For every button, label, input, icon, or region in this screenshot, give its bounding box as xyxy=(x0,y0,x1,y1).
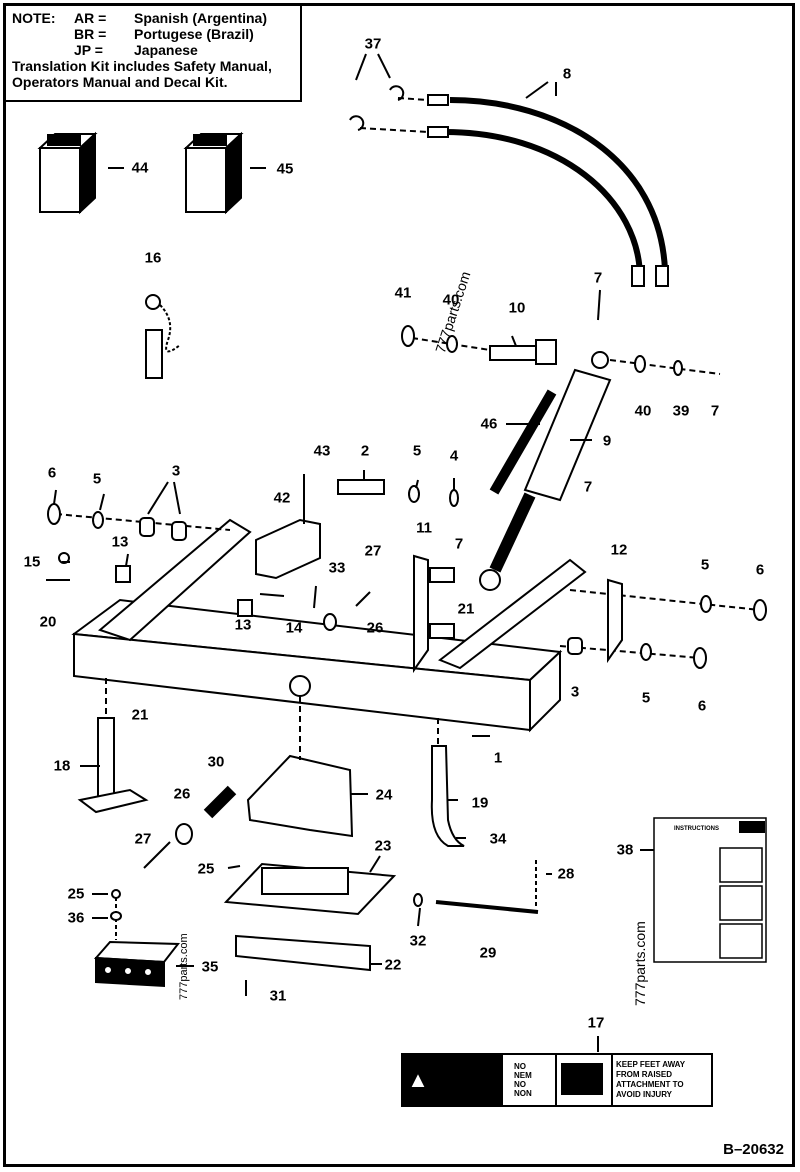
part-label-13b: 13 xyxy=(234,616,252,634)
part-label-44: 44 xyxy=(131,159,149,177)
part-label-5: 5 xyxy=(92,470,102,488)
translation-note: NOTE: AR = Spanish (Argentina) BR = Port… xyxy=(6,6,302,102)
part-label-3: 3 xyxy=(171,462,181,480)
figure-number: B–20632 xyxy=(723,1141,784,1158)
part-label-25: 25 xyxy=(197,860,215,878)
part-label-22: 22 xyxy=(384,956,402,974)
part-label-41: 41 xyxy=(394,284,412,302)
part-label-21b: 21 xyxy=(131,706,149,724)
diagram-border xyxy=(3,3,795,1167)
part-label-6c: 6 xyxy=(697,697,707,715)
part-label-46: 46 xyxy=(480,415,498,433)
safety-decal-17 xyxy=(401,1053,713,1107)
part-label-42: 42 xyxy=(273,489,291,507)
part-label-10: 10 xyxy=(508,299,526,317)
part-label-30: 30 xyxy=(207,753,225,771)
part-label-25b: 25 xyxy=(67,885,85,903)
part-label-38: 38 xyxy=(616,841,634,859)
part-label-7: 7 xyxy=(593,269,603,287)
note-code: AR = xyxy=(74,10,107,26)
part-label-3b: 3 xyxy=(570,683,580,701)
part-label-40: 40 xyxy=(442,291,460,309)
hydraulic-hoses xyxy=(427,94,669,287)
note-text: Portugese (Brazil) xyxy=(134,26,254,42)
part-label-33: 33 xyxy=(328,559,346,577)
operators-manual-38 xyxy=(653,817,767,963)
part-label-11: 11 xyxy=(416,519,432,537)
part-label-7d: 7 xyxy=(454,535,464,553)
part-label-27b: 27 xyxy=(134,830,152,848)
part-label-16: 16 xyxy=(144,249,162,267)
part-label-45: 45 xyxy=(276,160,294,178)
decal-warning-text: KEEP FEET AWAY FROM RAISED ATTACHMENT TO… xyxy=(616,1060,685,1099)
shank-19 xyxy=(430,745,465,847)
main-frame-1 xyxy=(71,518,587,733)
watermark: 777parts.com xyxy=(632,921,648,1006)
manual-kit-44 xyxy=(37,131,98,215)
part-label-24: 24 xyxy=(375,786,393,804)
part-label-14: 14 xyxy=(285,619,303,637)
note-text: Spanish (Argentina) xyxy=(134,10,268,26)
part-label-12: 12 xyxy=(610,541,628,559)
part-label-13: 13 xyxy=(111,533,129,551)
part-label-15: 15 xyxy=(23,553,41,571)
part-label-43: 43 xyxy=(313,442,331,460)
lynch-pin-16 xyxy=(145,294,181,379)
part-label-37: 37 xyxy=(364,35,382,53)
part-label-26: 26 xyxy=(366,619,384,637)
decal-no-text: NO NEM NO NON xyxy=(514,1062,532,1098)
part-label-34: 34 xyxy=(489,830,507,848)
part-label-4: 4 xyxy=(449,447,459,465)
part-label-5b: 5 xyxy=(412,442,422,460)
tooth-35 xyxy=(93,940,180,988)
part-label-5d: 5 xyxy=(641,689,651,707)
watermark: 777parts.com xyxy=(178,933,190,1000)
hydraulic-cylinder-9 xyxy=(479,351,612,591)
part-label-27: 27 xyxy=(364,542,382,560)
part-label-39: 39 xyxy=(672,402,690,420)
part-label-2: 2 xyxy=(360,442,370,460)
pin-10 xyxy=(489,339,557,365)
part-label-7b: 7 xyxy=(710,402,720,420)
part-label-5c: 5 xyxy=(700,556,710,574)
part-label-23: 23 xyxy=(374,837,392,855)
note-footer: Translation Kit includes Safety Manual, … xyxy=(12,58,272,90)
part-label-7c: 7 xyxy=(583,478,593,496)
part-label-18: 18 xyxy=(53,757,71,775)
note-code: BR = xyxy=(74,26,107,42)
jack-stand-18 xyxy=(77,717,149,814)
part-label-36: 36 xyxy=(67,909,85,927)
part-label-6b: 6 xyxy=(755,561,765,579)
part-label-9: 9 xyxy=(602,432,612,450)
part-label-28: 28 xyxy=(557,865,575,883)
part-label-6: 6 xyxy=(47,464,57,482)
part-label-40b: 40 xyxy=(634,402,652,420)
shank-holder-24 xyxy=(246,754,354,838)
part-label-17: 17 xyxy=(587,1014,605,1032)
part-label-20: 20 xyxy=(39,613,57,631)
note-heading: NOTE: xyxy=(12,10,56,26)
part-label-31: 31 xyxy=(269,987,287,1005)
part-label-1: 1 xyxy=(493,749,503,767)
manual-title: INSTRUCTIONS xyxy=(674,826,719,832)
part-label-35: 35 xyxy=(201,958,219,976)
part-label-32: 32 xyxy=(409,932,427,950)
part-label-26b: 26 xyxy=(173,785,191,803)
part-label-21: 21 xyxy=(457,600,475,618)
note-code: JP = xyxy=(74,42,103,58)
rod-46 xyxy=(489,389,557,495)
part-label-8: 8 xyxy=(562,65,572,83)
part-label-29: 29 xyxy=(479,944,497,962)
manual-kit-45 xyxy=(183,131,244,215)
part-label-19: 19 xyxy=(471,794,489,812)
note-text: Japanese xyxy=(134,42,198,58)
